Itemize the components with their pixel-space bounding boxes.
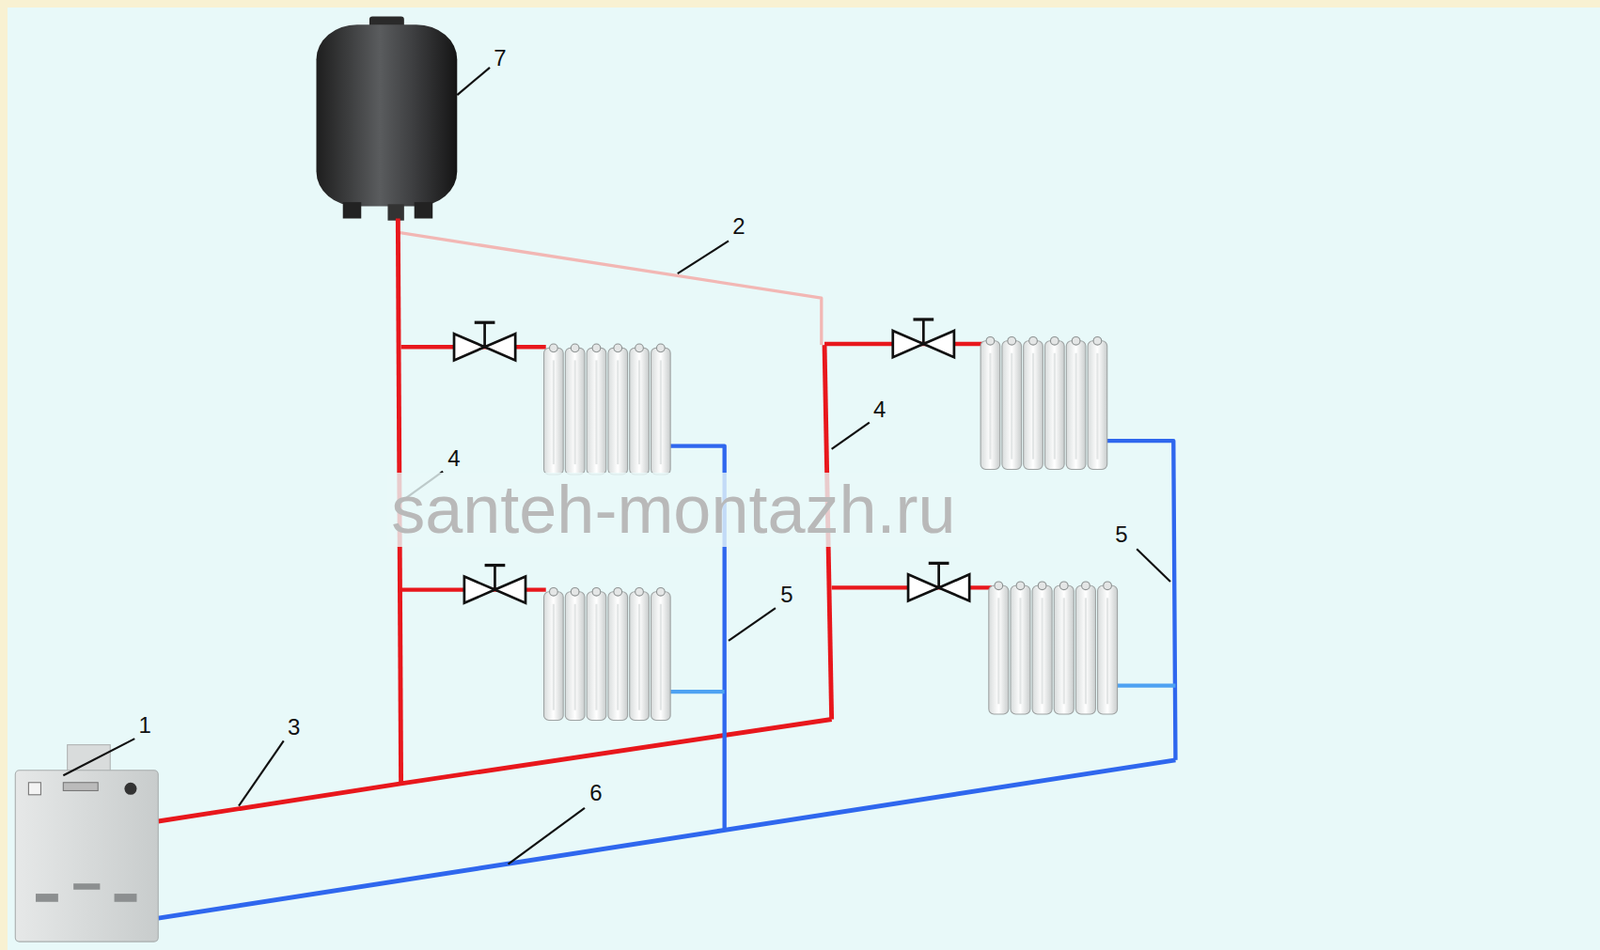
pipes <box>157 219 1176 920</box>
callout-number: 1 <box>136 713 153 738</box>
valves <box>454 319 970 604</box>
expansion-tank <box>315 16 457 221</box>
leader-lines <box>62 67 1171 865</box>
boiler <box>15 745 158 942</box>
valve-symbol <box>464 565 526 604</box>
radiator <box>988 581 1118 715</box>
valve-symbol <box>893 319 955 358</box>
watermark: santeh-montazh.ru <box>387 472 959 548</box>
callout-number: 5 <box>778 582 795 608</box>
callout-number: 6 <box>587 781 604 806</box>
callout-number: 2 <box>730 214 747 239</box>
radiator <box>544 587 672 721</box>
callout-number: 5 <box>1113 522 1130 548</box>
callout-number: 4 <box>445 446 462 471</box>
callout-number: 4 <box>871 397 888 423</box>
radiator <box>980 336 1108 470</box>
callout-number: 3 <box>285 715 302 740</box>
valve-symbol <box>454 322 516 361</box>
callout-number: 7 <box>491 46 508 71</box>
valve-symbol <box>908 563 970 601</box>
radiator <box>544 344 672 475</box>
